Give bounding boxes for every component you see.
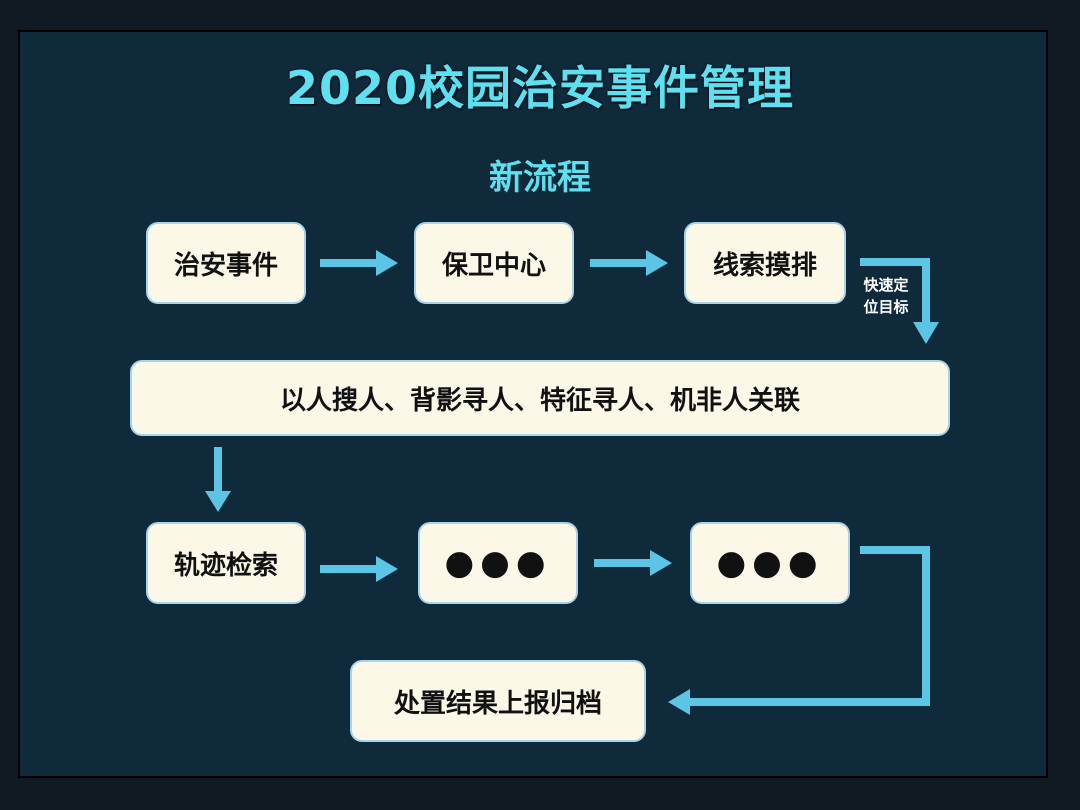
node-step-b: ●●● <box>690 522 850 604</box>
arrow-clue-to-search <box>860 258 939 344</box>
node-security-center-label: 保卫中心 <box>441 250 546 281</box>
node-search-methods: 以人搜人、背影寻人、特征寻人、机非人关联 <box>130 360 950 436</box>
node-trajectory: 轨迹检索 <box>146 522 306 604</box>
node-incident-label: 治安事件 <box>173 250 278 281</box>
node-clue-check: 线索摸排 <box>684 222 846 304</box>
arrow-step-b-to-report <box>668 546 930 715</box>
node-clue-check-label: 线索摸排 <box>712 250 817 281</box>
node-trajectory-label: 轨迹检索 <box>173 550 278 581</box>
node-search-methods-label: 以人搜人、背影寻人、特征寻人、机非人关联 <box>279 385 800 416</box>
arrow-security-to-clue <box>590 250 668 276</box>
node-incident: 治安事件 <box>146 222 306 304</box>
diagram-title: 2020校园治安事件管理 <box>285 61 795 115</box>
node-report: 处置结果上报归档 <box>350 660 646 742</box>
arrow-step-a-to-step-b <box>594 550 672 576</box>
node-report-label: 处置结果上报归档 <box>393 688 602 719</box>
arrow-trajectory-to-step-a <box>320 556 398 582</box>
node-step-a-label: ●●● <box>444 543 552 583</box>
diagram-subtitle: 新流程 <box>489 158 591 198</box>
node-step-a: ●●● <box>418 522 578 604</box>
edge-label-locate: 快速定位目标 <box>863 276 909 316</box>
arrow-search-to-trajectory <box>205 447 231 512</box>
node-step-b-label: ●●● <box>716 543 824 583</box>
node-security-center: 保卫中心 <box>414 222 574 304</box>
arrow-incident-to-security <box>320 250 398 276</box>
